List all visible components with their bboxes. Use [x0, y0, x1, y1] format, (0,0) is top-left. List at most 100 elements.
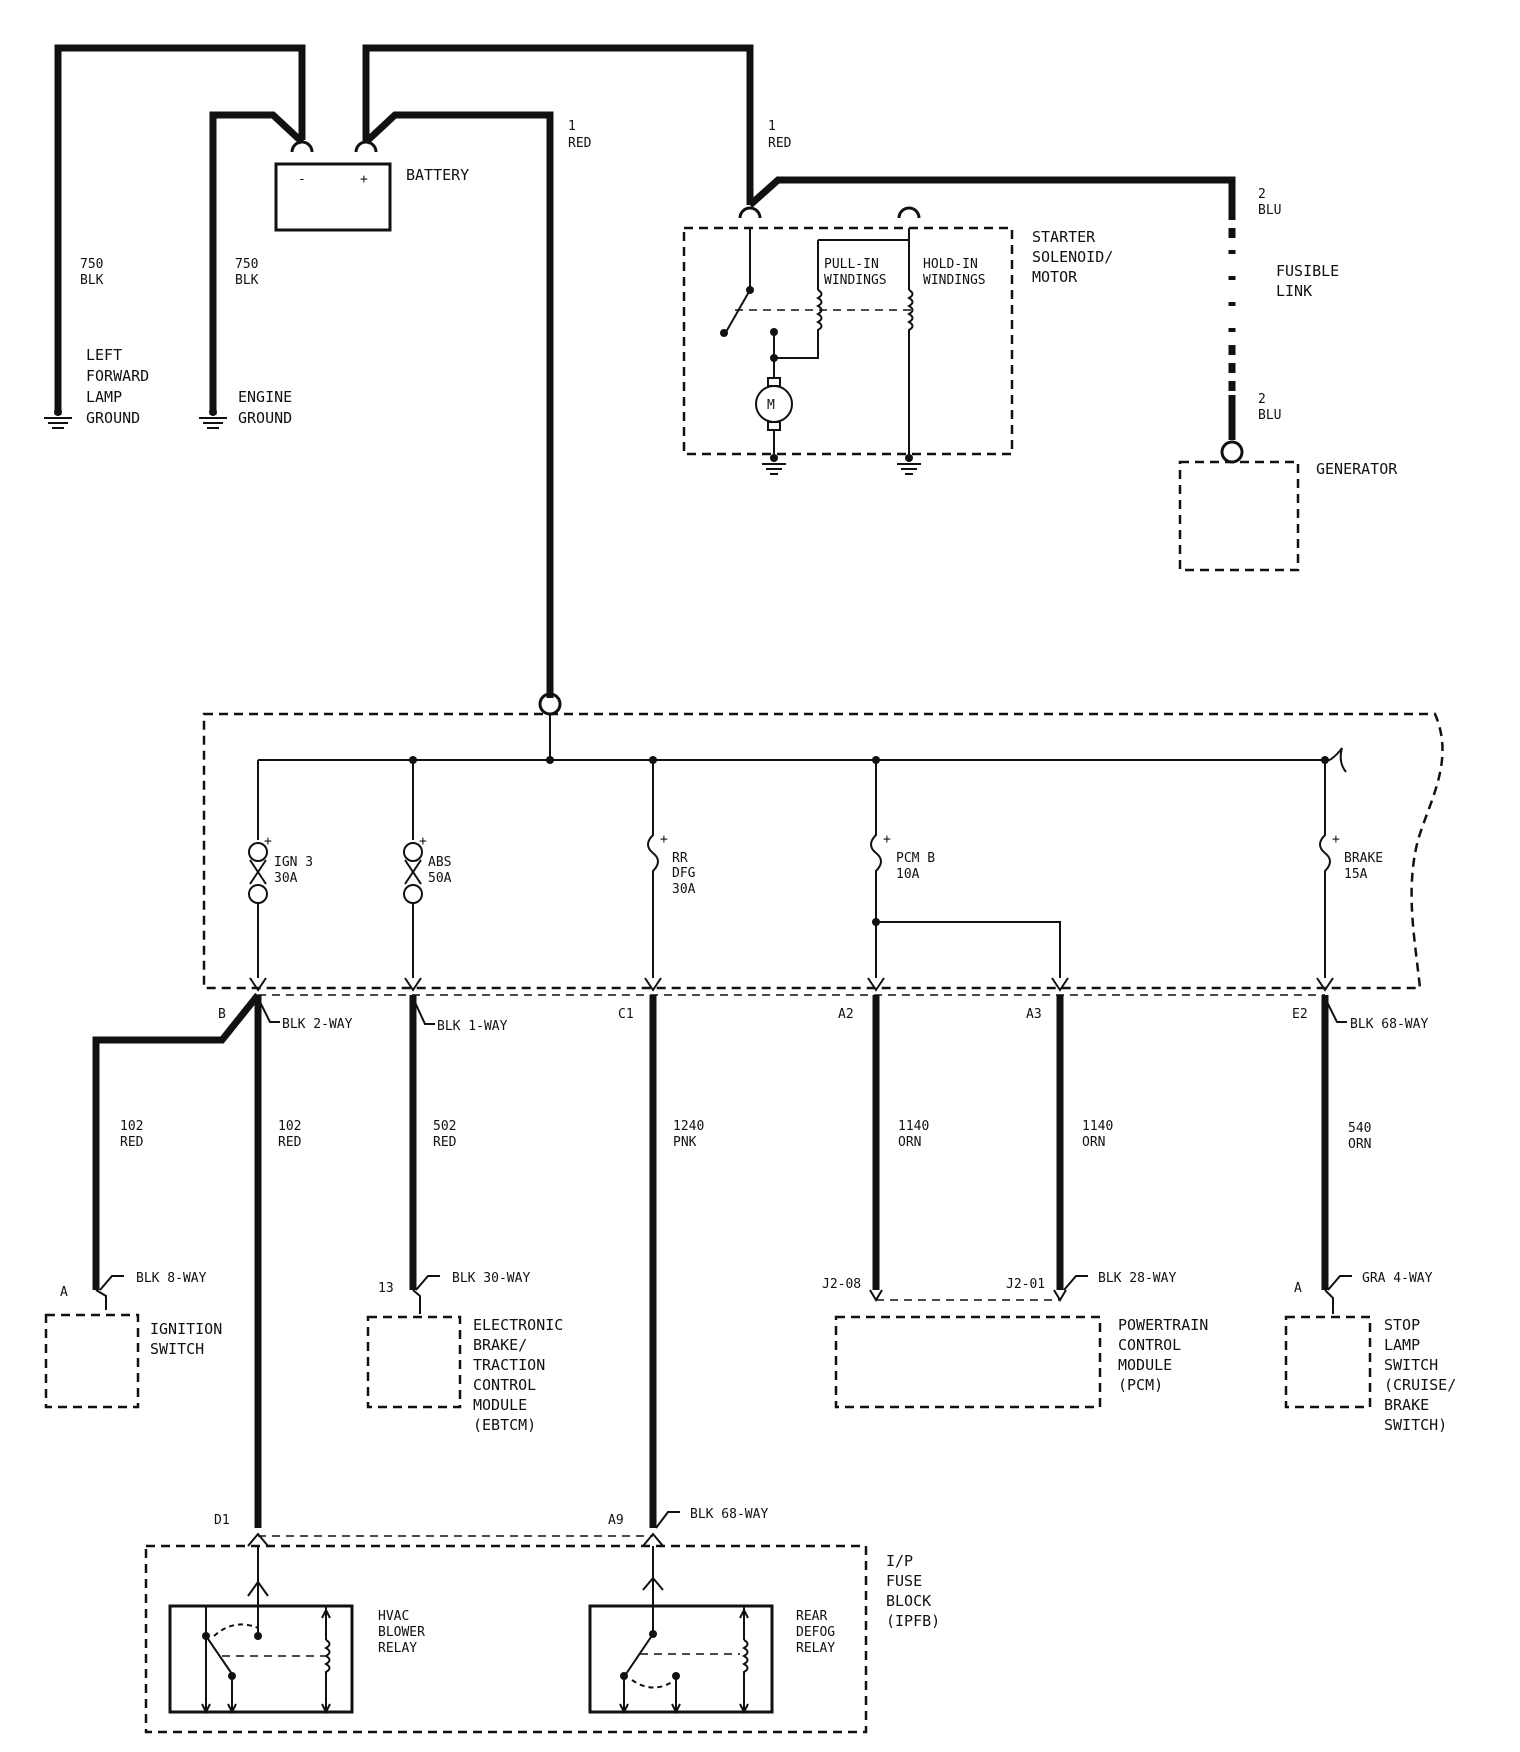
- ignition-switch-label-1: IGNITION: [150, 1320, 222, 1338]
- fuse-pcmb-name: PCM B: [896, 851, 935, 866]
- generator-label: GENERATOR: [1316, 460, 1398, 478]
- starter-label-2: SOLENOID/: [1032, 248, 1113, 266]
- hold-in-label-2: WINDINGS: [923, 273, 986, 288]
- battery-neg-terminal: [290, 140, 314, 153]
- wire-label-gen-bottom-color: BLU: [1258, 408, 1281, 423]
- hold-in-label-1: HOLD-IN: [923, 257, 978, 272]
- wire-label-ignfuse-gauge: 102: [278, 1119, 301, 1134]
- pcm-b-fuse-icon: [870, 760, 882, 978]
- connector-mark-abs: [404, 977, 422, 992]
- fuse-ign3-rating: 30A: [274, 871, 298, 886]
- starter-solenoid-box: [682, 226, 1014, 456]
- defog-relay-label-1: REAR: [796, 1609, 827, 1624]
- ipfb-pin-a9-label: A9: [608, 1513, 624, 1528]
- abs-fuse-icon: [403, 842, 423, 904]
- ebtcm-label-2: BRAKE/: [473, 1336, 527, 1354]
- generator-terminal: [1220, 440, 1244, 464]
- fuse-plus-1: +: [264, 834, 272, 849]
- ipfb-box: [144, 1544, 868, 1734]
- generator-box: [1178, 460, 1300, 572]
- engine-ground-label-1: ENGINE: [238, 388, 292, 406]
- connector-a3-label: A3: [1026, 1007, 1042, 1022]
- wire-label-abs-gauge: 502: [433, 1119, 456, 1134]
- wire-label-gen-top-gauge: 2: [1258, 187, 1266, 202]
- fuse-rr-name-2: DFG: [672, 866, 696, 881]
- fuse-plus-4: +: [883, 832, 891, 847]
- lamp-ground-label-3: LAMP: [86, 388, 122, 406]
- ebtcm-label-3: TRACTION: [473, 1356, 545, 1374]
- fuse-brake-rating: 15A: [1344, 867, 1368, 882]
- engine-ground-wire: [209, 111, 305, 415]
- bus-continuation: [1329, 747, 1347, 773]
- ignsw-pin-label: A: [60, 1285, 68, 1300]
- connector-mark-c1: [644, 977, 662, 992]
- pcm-label-1: POWERTRAIN: [1118, 1316, 1208, 1334]
- ebtcm-label-5: MODULE: [473, 1396, 527, 1414]
- starter-terminal-2: [897, 206, 921, 219]
- wire-label-starter-color: RED: [768, 136, 792, 151]
- rear-defog-relay-box: [588, 1604, 774, 1714]
- battery-pos-terminal: [354, 140, 378, 153]
- ipfb-label-4: (IPFB): [886, 1612, 940, 1630]
- solenoid-contact: [725, 289, 751, 333]
- ipfb-label-2: FUSE: [886, 1572, 922, 1590]
- connector-e2-label: E2: [1292, 1007, 1308, 1022]
- pcm-connector-label: BLK 28-WAY: [1098, 1271, 1176, 1286]
- starter-motor-label: M: [767, 398, 775, 413]
- defog-relay-label-2: DEFOG: [796, 1625, 835, 1640]
- starter-terminal-1: [738, 206, 762, 219]
- connector-mark-e2: [1316, 977, 1334, 992]
- wire-label-rr-color: PNK: [673, 1135, 697, 1150]
- stop-connector-label: GRA 4-WAY: [1362, 1271, 1433, 1286]
- pull-in-coil: [774, 289, 823, 359]
- starter-label-3: MOTOR: [1032, 268, 1078, 286]
- ign3-fuse-icon: [248, 842, 268, 904]
- engine-ground-icon: [199, 408, 227, 429]
- brake-fuse-icon: [1319, 760, 1331, 978]
- wire-label-a3-gauge: 1140: [1082, 1119, 1113, 1134]
- battery-neg-sign: -: [298, 172, 306, 187]
- pcm-box: [834, 1315, 1102, 1409]
- ignsw-connector-label: BLK 8-WAY: [136, 1271, 207, 1286]
- fusible-link-label-1: FUSIBLE: [1276, 262, 1339, 280]
- stop-label-1: STOP: [1384, 1316, 1420, 1334]
- battery-label: BATTERY: [406, 166, 469, 184]
- ebtcm-box: [366, 1315, 462, 1409]
- hvac-blower-relay-box: [168, 1604, 354, 1714]
- ipfb-label-1: I/P: [886, 1552, 913, 1570]
- ebtcm-label-6: (EBTCM): [473, 1416, 536, 1434]
- stop-label-5: BRAKE: [1384, 1396, 1429, 1414]
- wire-label-brake-gauge: 540: [1348, 1121, 1371, 1136]
- starter-section: 1 RED STARTER SOLENOID/ MOTOR M PULL-IN …: [682, 119, 1236, 475]
- defog-relay-switch-icon: [619, 1606, 749, 1715]
- wire-label-gen-bottom-gauge: 2: [1258, 392, 1266, 407]
- generator-feed-wire: [747, 176, 1236, 210]
- lamp-ground-wire: [54, 44, 306, 415]
- fuse-ign3-name: IGN 3: [274, 855, 313, 870]
- fuse-rr-name: RR: [672, 851, 688, 866]
- connector-mark-a2: [867, 977, 885, 992]
- ignition-switch-label-2: SWITCH: [150, 1340, 204, 1358]
- generator-section: 2 BLU FUSIBLE LINK 2 BLU GENERATOR: [1178, 187, 1398, 572]
- starter-ground-icon: [762, 454, 786, 475]
- fuse-block-section: + IGN 3 30A + ABS 50A + RR DFG 30A + PCM…: [202, 692, 1444, 992]
- connector-mark-a3: [1051, 977, 1069, 992]
- defog-relay-label-3: RELAY: [796, 1641, 835, 1656]
- pull-in-label-1: PULL-IN: [824, 257, 879, 272]
- pcm-label-2: CONTROL: [1118, 1336, 1181, 1354]
- ebtcm-connector-label: BLK 30-WAY: [452, 1271, 530, 1286]
- engine-ground-label-2: GROUND: [238, 409, 292, 427]
- output-wires: B BLK 2-WAY BLK 1-WAY C1 A2 A3 E2 BLK 68…: [92, 992, 1428, 1528]
- wire-label-brake-color: ORN: [1348, 1137, 1371, 1152]
- wire-label-ignsw-gauge: 102: [120, 1119, 143, 1134]
- battery-symbol: [274, 162, 392, 232]
- ipfb-label-3: BLOCK: [886, 1592, 931, 1610]
- battery-pos-sign: +: [360, 172, 368, 187]
- lamp-ground-label-2: FORWARD: [86, 367, 149, 385]
- wire-label-a2-gauge: 1140: [898, 1119, 929, 1134]
- connector-b-label: B: [218, 1007, 226, 1022]
- battery-section: - + BATTERY 1 RED 750 BLK 750 BLK LEFT F…: [44, 44, 754, 698]
- connector-c1-label: C1: [618, 1007, 634, 1022]
- wire-label-bat-gauge: 1: [568, 119, 576, 134]
